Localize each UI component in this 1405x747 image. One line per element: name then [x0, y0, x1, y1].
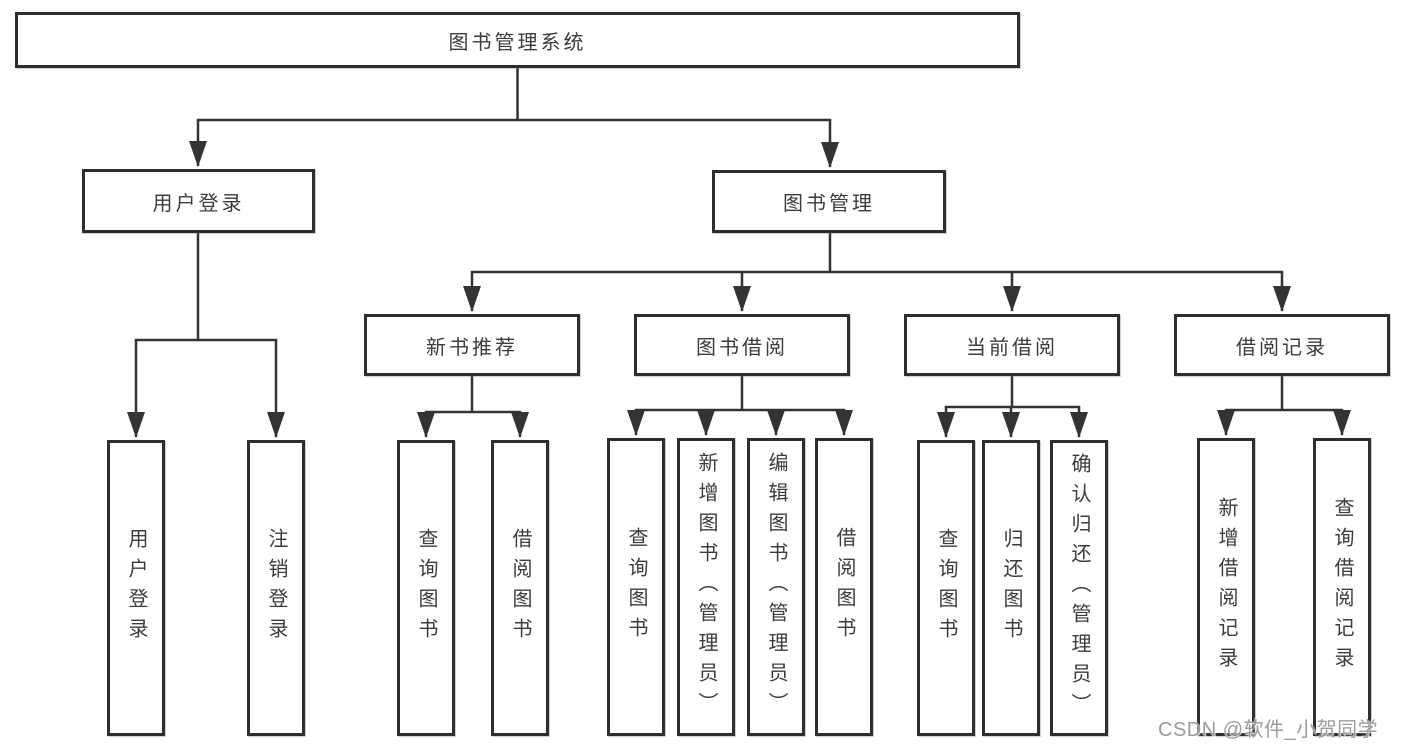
node-book-management: 图书管理	[712, 170, 946, 233]
leaf-confirm-return-admin: 确认归还（管理员）	[1050, 440, 1108, 736]
connector-user-login-elbow	[134, 233, 278, 342]
connector-current-borrow-elbow	[944, 376, 1081, 409]
leaf-user-login: 用户登录	[107, 440, 165, 736]
leaf-add-book-admin: 新增图书（管理员）	[677, 438, 735, 736]
node-user-login: 用户登录	[82, 169, 315, 233]
leaf-query-borrow-record: 查询借阅记录	[1313, 438, 1371, 736]
node-library-system: 图书管理系统	[15, 12, 1020, 68]
connector-root-elbow	[196, 68, 832, 122]
leaf-borrow-book-recommend: 借阅图书	[491, 440, 549, 736]
leaf-query-book-recommend: 查询图书	[397, 440, 455, 736]
connector-new-book-elbow	[424, 376, 522, 414]
node-borrow-records: 借阅记录	[1174, 314, 1390, 376]
connector-book-borrow-elbow	[634, 376, 846, 412]
leaf-query-book-current: 查询图书	[917, 440, 975, 736]
connector-book-mgmt-elbow	[470, 233, 1284, 274]
leaf-return-book: 归还图书	[982, 440, 1040, 736]
watermark: CSDN @软件_小贺同学	[1158, 719, 1379, 741]
node-current-borrow: 当前借阅	[904, 314, 1120, 376]
leaf-logout: 注销登录	[247, 440, 305, 736]
leaf-borrow-book: 借阅图书	[815, 438, 873, 736]
node-new-book-recommend: 新书推荐	[364, 314, 580, 376]
leaf-edit-book-admin: 编辑图书（管理员）	[747, 438, 805, 736]
connector-borrow-records-elbow	[1224, 376, 1344, 412]
connector-arrows	[127, 120, 1351, 438]
leaf-query-book-borrow: 查询图书	[607, 438, 665, 736]
leaf-add-borrow-record: 新增借阅记录	[1197, 438, 1255, 736]
node-book-borrow: 图书借阅	[634, 314, 850, 376]
